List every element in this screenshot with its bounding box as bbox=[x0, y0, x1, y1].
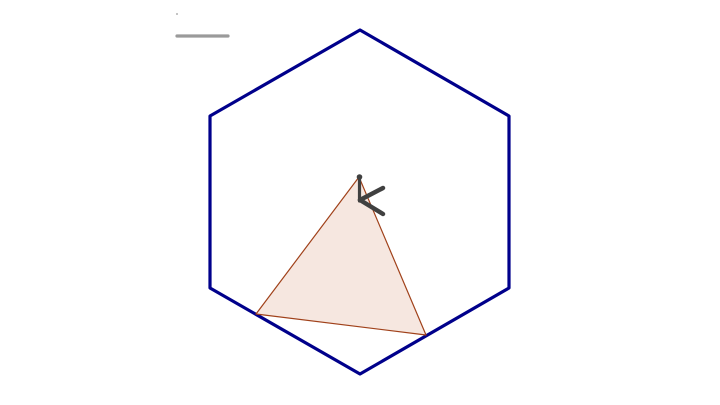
rotate-arrow-icon[interactable] bbox=[356, 174, 386, 217]
regular-hexagon bbox=[208, 28, 511, 376]
handle-arm-upper[interactable] bbox=[357, 185, 386, 203]
slider-label-dot bbox=[176, 13, 178, 15]
handle-arm-lower[interactable] bbox=[357, 197, 386, 217]
inscribed-triangle bbox=[255, 176, 427, 336]
apex-point[interactable] bbox=[356, 174, 363, 180]
